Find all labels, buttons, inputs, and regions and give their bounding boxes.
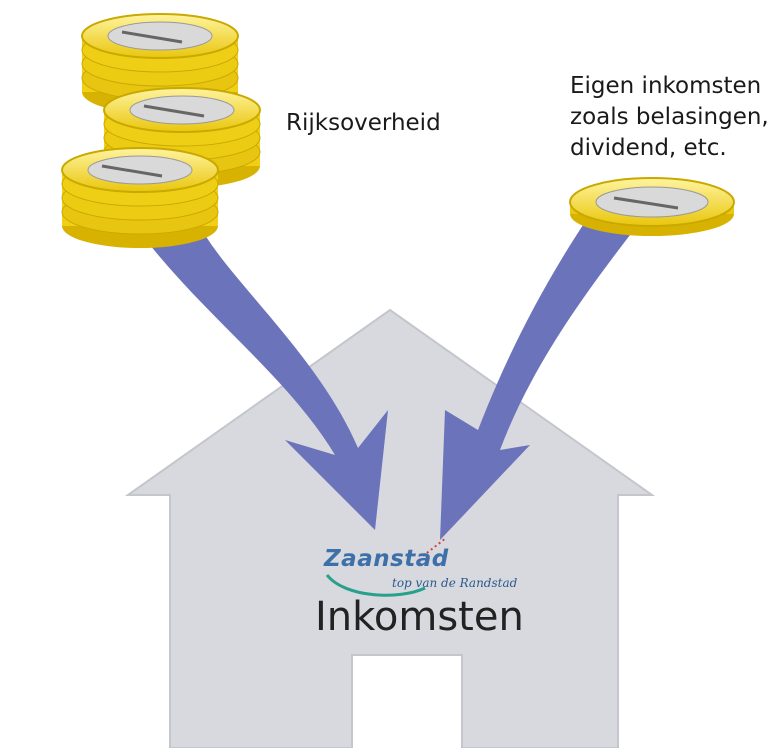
arrow-rijksoverheid xyxy=(150,235,388,530)
brand-tagline: top van de Randstad xyxy=(392,576,518,590)
label-rijksoverheid: Rijksoverheid xyxy=(286,110,441,136)
brand-swoosh xyxy=(325,574,426,597)
label-inkomsten: Inkomsten xyxy=(315,594,524,640)
zaanstad-logo: Zaanstad top van de Randstad xyxy=(324,546,517,590)
arrow-eigen-inkomsten xyxy=(440,222,630,540)
label-eigen-line2: zoals belasingen, xyxy=(570,104,769,130)
coin-stack-icon xyxy=(61,13,261,248)
label-eigen-line1: Eigen inkomsten xyxy=(570,73,762,99)
label-eigen-inkomsten: Eigen inkomsten zoals belasingen, divide… xyxy=(570,71,769,164)
single-coin-icon xyxy=(569,177,735,236)
house-shape xyxy=(124,308,656,748)
label-eigen-line3: dividend, etc. xyxy=(570,135,727,161)
brand-name: Zaanstad xyxy=(324,546,449,572)
